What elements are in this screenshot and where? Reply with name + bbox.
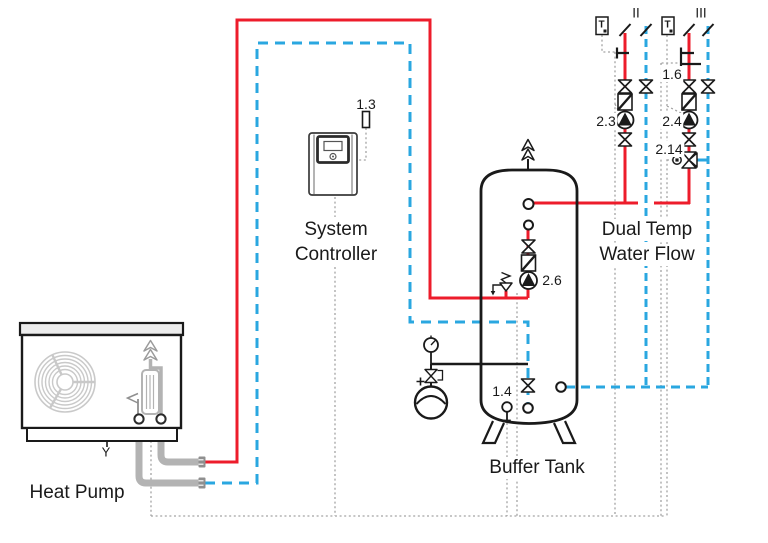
valve-icon (700, 79, 716, 94)
valve-icon (638, 79, 654, 94)
valve-icon (520, 378, 536, 393)
zone3-label: III (695, 5, 707, 21)
temp-sensor-glyph: T (598, 19, 605, 31)
heat-pump-top-panel (18, 321, 185, 337)
check-valve-icon (520, 253, 537, 273)
wire-sensor-1-6 (660, 62, 682, 516)
valve-icon (617, 132, 633, 147)
heat-pump-return-line (205, 41, 530, 485)
controller-knob-dot (332, 155, 334, 158)
expansion-vessel-icon (413, 385, 449, 420)
tank-leg-left (481, 420, 506, 445)
capped-tee-icons (615, 47, 701, 70)
pipe-break-icon (701, 23, 715, 37)
temp-sensor-icon-zone2 (595, 16, 609, 36)
heat-pump-base (26, 427, 178, 442)
air-flow-arrow-icon (143, 339, 158, 361)
system-controller-unit (308, 132, 358, 196)
sensor-1-6-label: 1.6 (660, 66, 684, 82)
hp-port-supply (155, 413, 167, 425)
tank-port-return (555, 381, 567, 393)
tank-port-charge (523, 219, 534, 231)
valve-icon (681, 79, 697, 94)
zone2-label: II (632, 5, 640, 21)
supply-lines-red (205, 18, 691, 464)
controller-screen (323, 140, 343, 152)
heat-pump-supply-line (205, 18, 528, 464)
pump-2-4-label: 2.4 (660, 113, 684, 129)
safety-valve-icon (490, 271, 513, 296)
pump-2-3-label: 2.3 (594, 113, 618, 129)
check-valve-icon (616, 92, 634, 112)
sensor-1-3-icon (361, 110, 371, 129)
pipe-fitting-icon (198, 477, 206, 489)
wire-sensor-1-3 (358, 128, 367, 161)
pipe-fitting-icon (198, 456, 206, 468)
controller-label-line2: Controller (292, 244, 380, 266)
dual-temp-label-line2: Water Flow (597, 244, 697, 266)
pressure-gauge-icon (423, 335, 439, 364)
tank-port-bottom (522, 402, 534, 414)
valve-icon (617, 79, 633, 94)
valve-icon (521, 239, 536, 254)
buffer-tank-body (479, 168, 579, 425)
heat-exchanger-icon (141, 359, 163, 415)
control-wiring (150, 35, 682, 517)
heat-pump-unit (18, 321, 206, 489)
return-lines-blue (205, 26, 710, 485)
heat-pump-label: Heat Pump (29, 482, 125, 503)
pump-2-6-label: 2.6 (542, 272, 562, 288)
drain-y-label: Y (101, 444, 111, 460)
valve-2-14-label: 2.14 (653, 141, 685, 157)
vent-arrow-icon (521, 138, 535, 171)
check-valve-icon (680, 92, 698, 112)
tank-port-supply (522, 198, 535, 210)
tank-leg-right (552, 420, 577, 445)
pipe-gray-supply (157, 423, 199, 466)
pipe-break-icon (639, 23, 653, 37)
temp-sensor-icon-zone3 (661, 16, 675, 36)
buffer-tank-label: Buffer Tank (487, 457, 587, 479)
sensor-1-4-label: 1.4 (490, 383, 514, 399)
hp-port-return (133, 413, 145, 425)
wire-zone3 (666, 35, 682, 516)
pump-2-6-icon (519, 271, 538, 290)
fan-icon (34, 351, 96, 413)
sensor-1-3-label: 1.3 (356, 96, 376, 112)
wire-zone2 (601, 35, 620, 516)
float-switch-icon (125, 392, 139, 414)
dual-temp-label-line1: Dual Temp (599, 219, 695, 241)
controller-label-line1: System (302, 219, 370, 241)
temp-sensor-glyph: T (664, 19, 671, 31)
symbols (361, 16, 716, 445)
pump-2-3-icon (615, 110, 635, 130)
fill-valve-icon (416, 364, 444, 386)
pipe-gray-return (135, 423, 199, 487)
sensor-1-4-icon (501, 401, 513, 422)
